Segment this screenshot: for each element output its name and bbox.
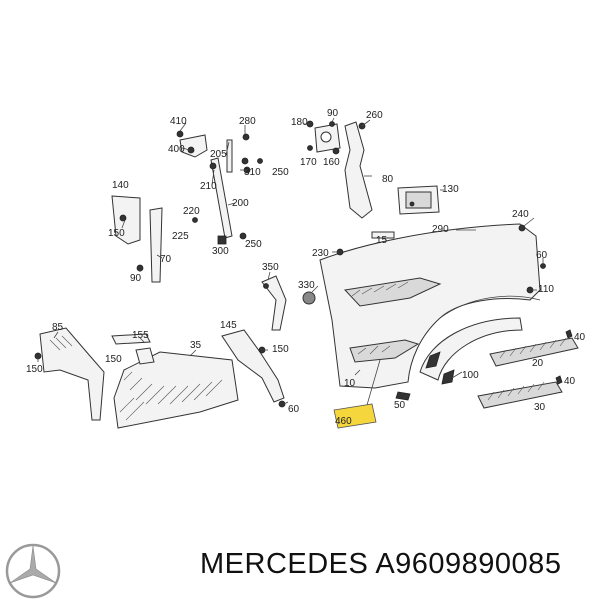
- part-label-400: 400: [168, 144, 185, 155]
- part-label-160: 160: [323, 157, 340, 168]
- part-label-220: 220: [183, 206, 200, 217]
- part-label-200: 200: [232, 198, 249, 209]
- part-label-225: 225: [172, 231, 189, 242]
- sill-strips: [477, 329, 579, 409]
- part-label-350: 350: [262, 262, 279, 273]
- part-label-85: 85: [52, 322, 64, 333]
- part-label-330: 330: [298, 280, 315, 291]
- part-label-110: 110: [538, 284, 554, 295]
- part-85: [34, 327, 105, 421]
- part-label-60: 60: [536, 250, 548, 261]
- part-label-155: 155: [132, 330, 149, 341]
- part-number-labels: 410 400 280 205 210 310 250 200 220 225 300 250 180 9…: [26, 108, 586, 427]
- part-label-210: 210: [200, 181, 217, 192]
- part-label-170: 170: [300, 157, 317, 168]
- footer-part-number: MERCEDES A9609890085: [200, 548, 562, 580]
- fender-assembly: [302, 217, 546, 413]
- part-label-140: 140: [112, 180, 129, 191]
- part-label-240: 240: [512, 209, 529, 220]
- part-label-205: 205: [210, 149, 227, 160]
- mercedes-star-icon: [5, 543, 61, 599]
- part-140: [111, 195, 163, 283]
- part-label-145: 145: [220, 320, 237, 331]
- part-label-460: 460: [335, 416, 352, 427]
- part-label-130: 130: [442, 184, 459, 195]
- part-label-150: 150: [272, 344, 289, 355]
- part-label-30: 30: [534, 402, 546, 413]
- part-label-180: 180: [291, 117, 308, 128]
- part-label-15: 15: [376, 235, 388, 246]
- part-label-35: 35: [190, 340, 202, 351]
- part-label-260: 260: [366, 110, 383, 121]
- part-label-40: 40: [564, 376, 576, 387]
- part-label-300: 300: [212, 246, 229, 257]
- part-label-150: 150: [26, 364, 43, 375]
- part-label-90: 90: [327, 108, 339, 119]
- part-label-20: 20: [532, 358, 544, 369]
- bracket-group-top-center: [304, 117, 373, 219]
- part-460-highlighted: [333, 403, 377, 429]
- part-label-80: 80: [382, 174, 394, 185]
- part-label-410: 410: [170, 116, 187, 127]
- part-label-70: 70: [160, 254, 172, 265]
- part-label-290: 290: [432, 224, 449, 235]
- part-label-50: 50: [394, 400, 406, 411]
- bracket-group-top-left: [176, 122, 263, 245]
- part-label-150: 150: [108, 228, 125, 239]
- part-label-280: 280: [239, 116, 256, 127]
- part-label-310: 310: [244, 167, 261, 178]
- part-label-40: 40: [574, 332, 586, 343]
- part-label-10: 10: [344, 378, 356, 389]
- part-145: [221, 329, 289, 408]
- part-350: [261, 271, 287, 331]
- part-label-60: 60: [288, 404, 300, 415]
- part-label-90: 90: [130, 273, 142, 284]
- part-label-150: 150: [105, 354, 122, 365]
- part-35-support: [111, 333, 239, 429]
- part-label-230: 230: [312, 248, 329, 259]
- part-130: [397, 185, 444, 215]
- part-label-100: 100: [462, 370, 479, 381]
- part-label-250: 250: [272, 167, 289, 178]
- part-label-250: 250: [245, 239, 262, 250]
